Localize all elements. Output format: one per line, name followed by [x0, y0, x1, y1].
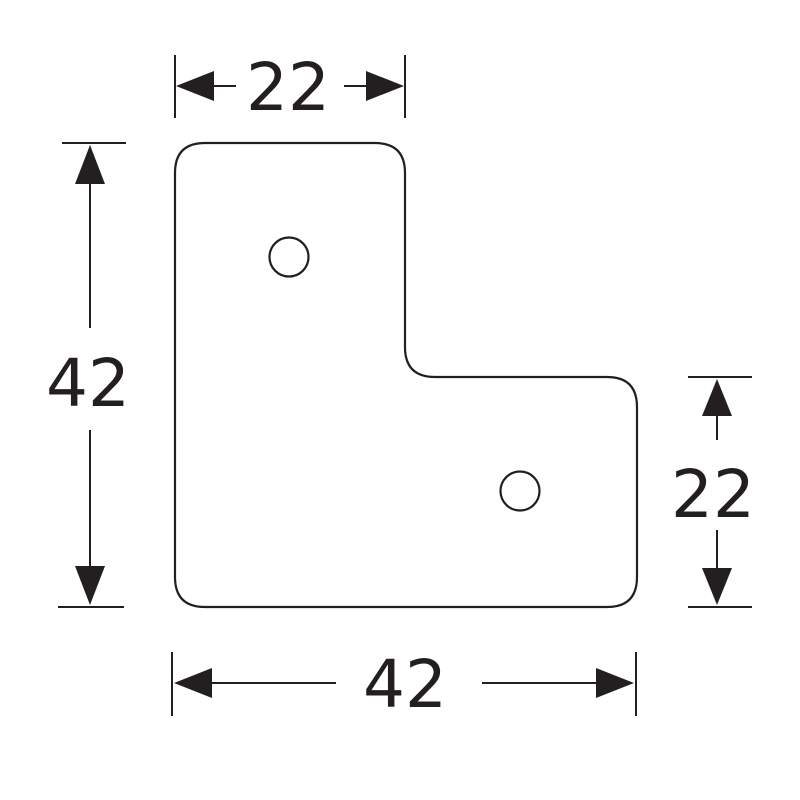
bracket-outline	[173, 141, 639, 609]
arrowhead-left-top	[75, 145, 105, 184]
dimension-label-top: 22	[246, 49, 330, 126]
arrowhead-top-left	[176, 71, 214, 101]
dimension-label-right: 22	[671, 456, 755, 533]
dimension-bottom: 42	[171, 646, 637, 723]
arrowhead-right-bottom	[702, 568, 732, 605]
dimension-label-bottom: 42	[363, 646, 447, 723]
arrowhead-left-bottom	[75, 566, 105, 605]
mounting-hole-top	[268, 236, 310, 278]
mounting-hole-bottom	[499, 470, 541, 512]
dimension-label-left: 42	[46, 345, 130, 422]
arrowhead-bottom-left	[174, 668, 212, 698]
arrowhead-bottom-right	[596, 668, 634, 698]
dimension-left: 42	[46, 142, 130, 608]
dimension-top: 22	[174, 49, 406, 126]
arrowhead-right-top	[702, 379, 732, 416]
dimension-right: 22	[671, 376, 755, 608]
arrowhead-top-right	[366, 71, 404, 101]
